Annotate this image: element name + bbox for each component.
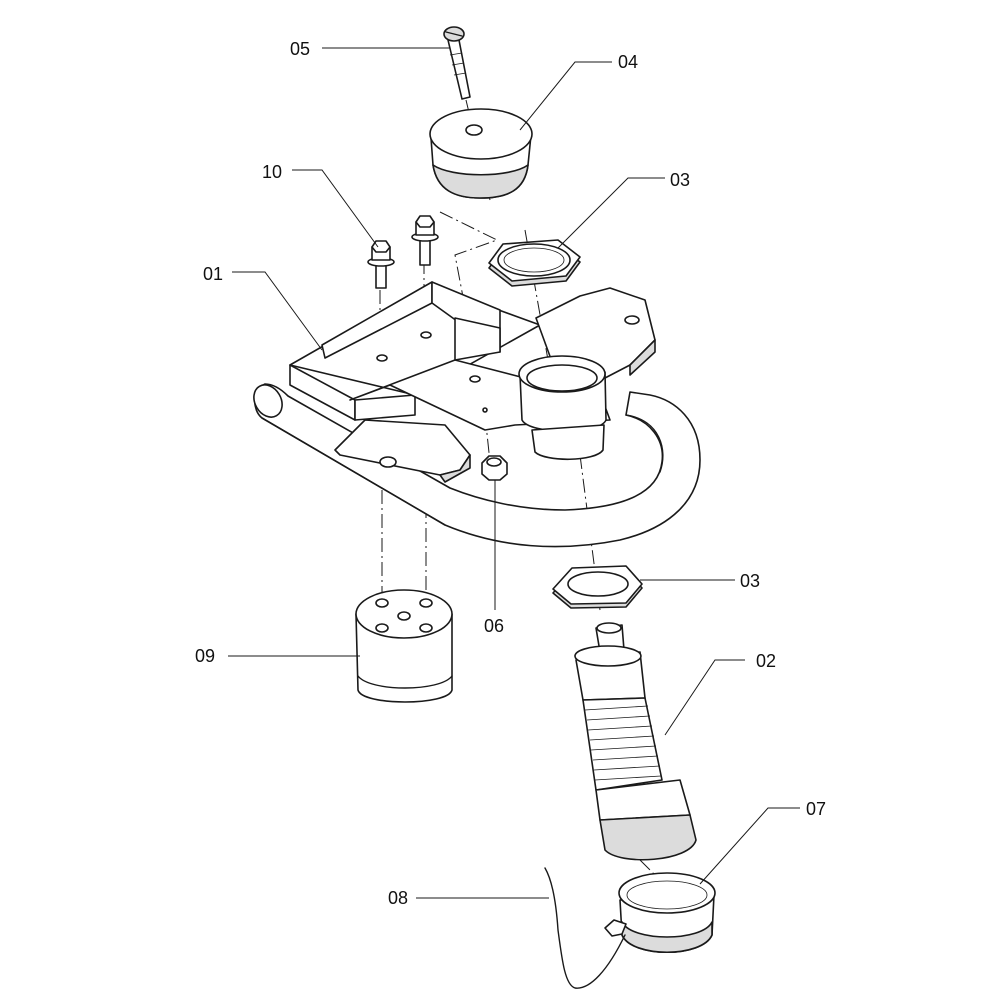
callout-01: 01 (203, 264, 223, 284)
part-02-threaded-shaft (574, 622, 697, 861)
part-10-flange-bolts (367, 215, 439, 289)
part-01-base-frame (253, 281, 701, 548)
callout-05: 05 (290, 39, 310, 59)
part-09-cylinder-block (355, 589, 453, 703)
callout-09: 09 (195, 646, 215, 666)
callout-07: 07 (806, 799, 826, 819)
part-06-small-nut (481, 455, 508, 481)
callout-06: 06 (484, 616, 504, 636)
callout-04: 04 (618, 52, 638, 72)
callout-03-lower: 03 (740, 571, 760, 591)
part-05-screw (443, 26, 471, 100)
callout-02: 02 (756, 651, 776, 671)
callout-03-upper: 03 (670, 170, 690, 190)
part-04-rubber-foot (429, 108, 533, 199)
part-03-hex-nut-upper (488, 239, 581, 287)
part-03-hex-nut-lower (552, 565, 643, 609)
leader-lines (228, 47, 800, 899)
callout-labels: 05 04 03 10 01 03 02 06 09 07 08 (195, 39, 826, 908)
part-07-end-cap (604, 872, 716, 953)
callout-08: 08 (388, 888, 408, 908)
callout-10: 10 (262, 162, 282, 182)
part-08-wire-clip (544, 867, 626, 989)
